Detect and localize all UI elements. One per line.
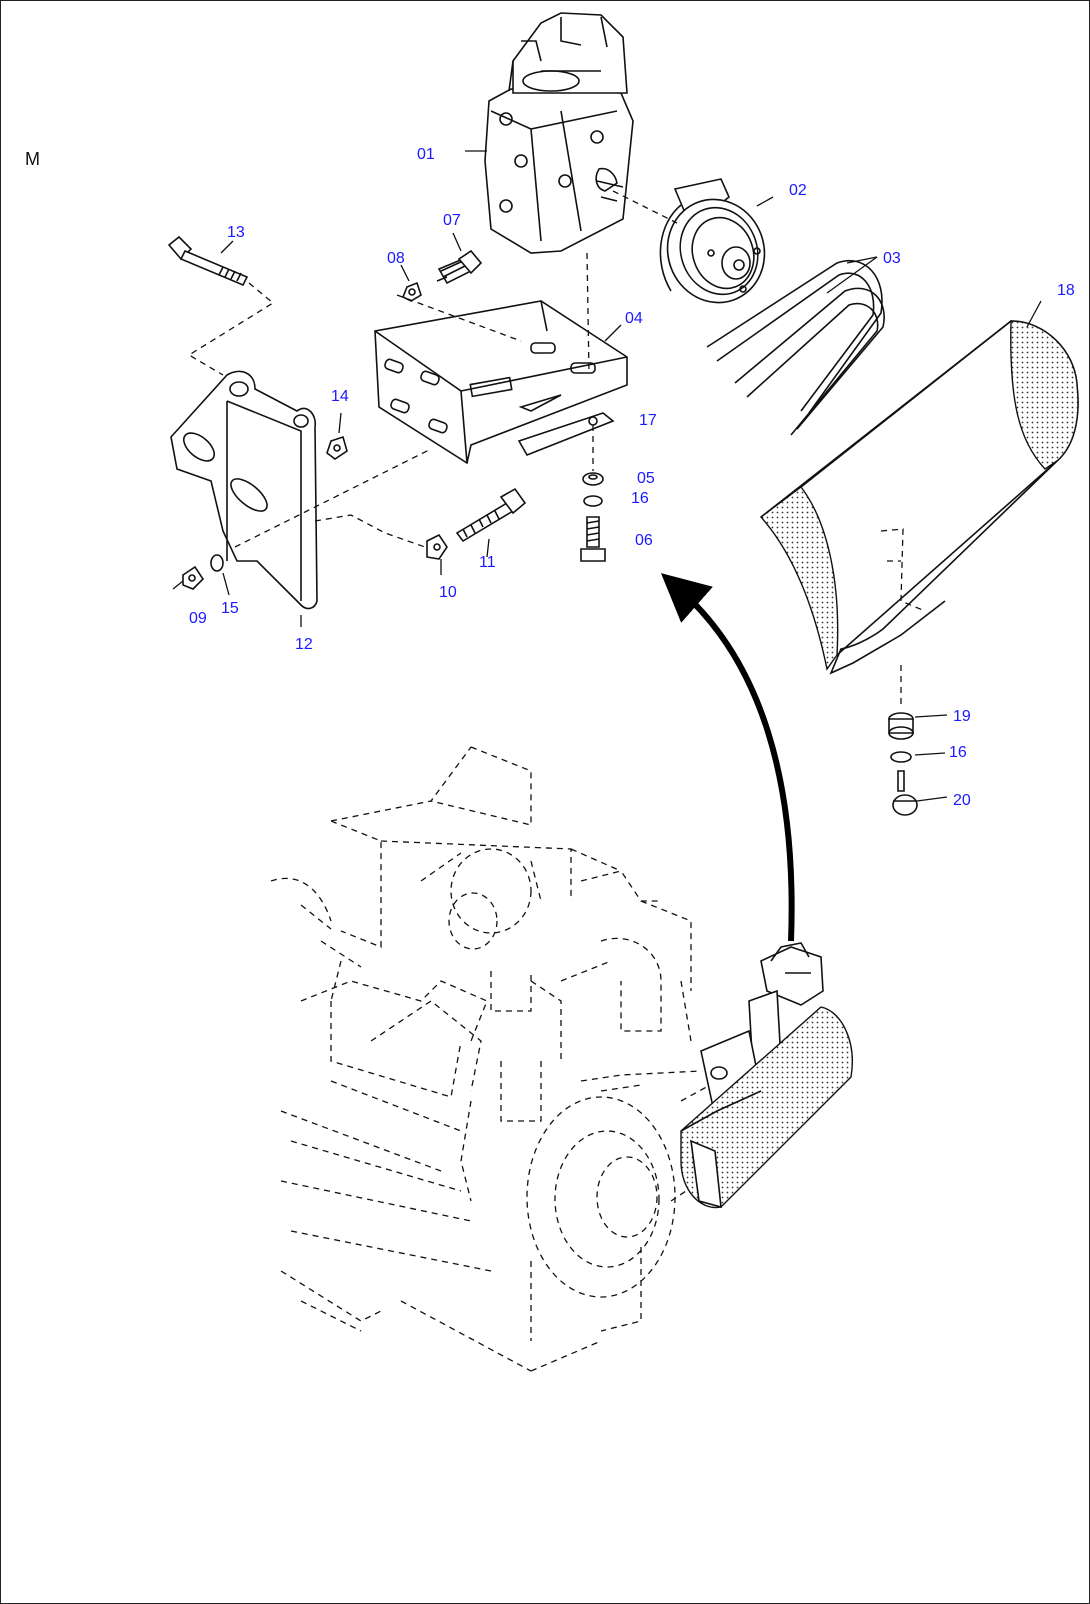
- bolt-stack-part: [580, 425, 606, 562]
- label-03: 03: [883, 250, 901, 267]
- label-16-lower: 16: [949, 744, 967, 761]
- label-13: 13: [227, 224, 245, 241]
- label-20: 20: [953, 792, 971, 809]
- label-07: 07: [443, 212, 461, 229]
- nut-14-part: [326, 435, 348, 460]
- label-17: 17: [639, 412, 657, 429]
- washer-16-part: [890, 751, 912, 763]
- compressor-part: [484, 12, 634, 254]
- v-belt-part: [706, 260, 885, 436]
- label-06: 06: [635, 532, 653, 549]
- label-09: 09: [189, 610, 207, 627]
- bolt-13-part: [167, 235, 249, 287]
- label-19: 19: [953, 708, 971, 725]
- installed-compressor-assembly: [680, 942, 853, 1209]
- spacer-plate-part: [517, 412, 615, 456]
- label-14: 14: [331, 388, 349, 405]
- label-15: 15: [221, 600, 239, 617]
- label-18: 18: [1057, 282, 1075, 299]
- label-05: 05: [637, 470, 655, 487]
- engine-assembly: [270, 746, 762, 1372]
- nut-10-part: [426, 533, 448, 560]
- clutch-pulley-part: [659, 178, 766, 304]
- label-12: 12: [295, 636, 313, 653]
- support-bracket-part: [170, 370, 318, 610]
- label-01: 01: [417, 146, 435, 163]
- label-02: 02: [789, 182, 807, 199]
- label-08: 08: [387, 250, 405, 267]
- mounting-bracket-part: [374, 300, 628, 465]
- washer-15-part: [210, 554, 224, 572]
- bolt-11-part: [455, 487, 527, 543]
- label-04: 04: [625, 310, 643, 327]
- belt-guard-part: [759, 320, 1079, 675]
- nut-08-part: [401, 281, 422, 302]
- assembly-arrow: [660, 573, 795, 942]
- nut-09-part: [182, 565, 205, 590]
- corner-label: M: [25, 149, 40, 169]
- label-11: 11: [479, 554, 496, 571]
- bolt-20-part: [892, 770, 918, 816]
- spacer-19-part: [888, 712, 914, 740]
- label-16-upper: 16: [631, 490, 649, 507]
- bolt-07-part: [436, 249, 483, 285]
- label-10: 10: [439, 584, 457, 601]
